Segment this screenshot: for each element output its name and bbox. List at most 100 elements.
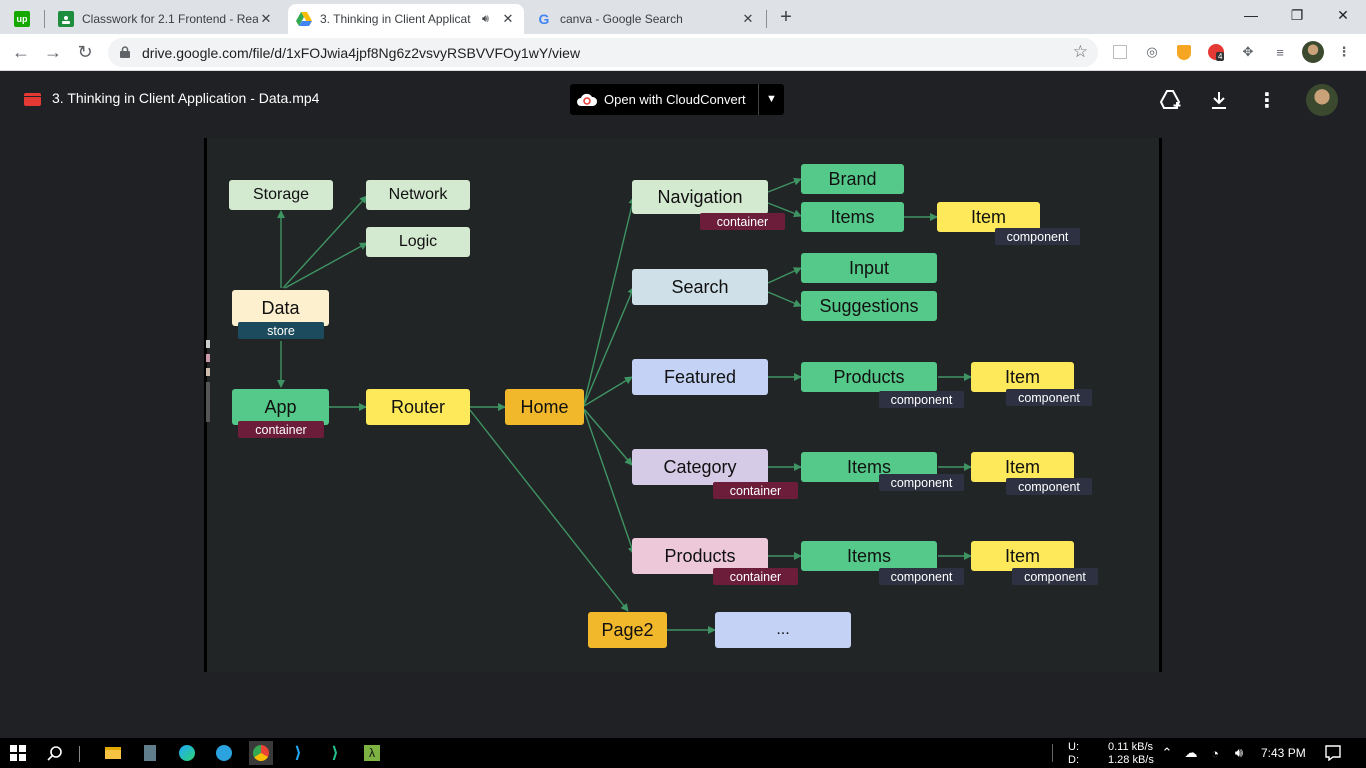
windows-start-icon[interactable] (9, 744, 27, 762)
bookmark-star-icon[interactable]: ☆ (1072, 42, 1088, 61)
vscode-insiders-icon[interactable]: ⟩ (331, 745, 339, 762)
close-window-button[interactable]: ✕ (1337, 7, 1349, 23)
minimize-button[interactable]: — (1244, 7, 1258, 23)
file-explorer-icon[interactable] (104, 744, 122, 762)
clock[interactable]: 7:43 PM (1261, 746, 1306, 760)
extension-icon[interactable]: 4 (1206, 42, 1226, 62)
address-bar[interactable]: drive.google.com/file/d/1xFOJwia4jpf8Ng6… (108, 38, 1098, 67)
vscode-icon[interactable]: ⟩ (294, 745, 302, 762)
close-tab-icon[interactable]: ✕ (502, 11, 514, 26)
node-category: Category (632, 449, 768, 485)
edge-search-input (767, 267, 802, 284)
tag-component: component (879, 568, 964, 585)
node-network: Network (366, 180, 470, 210)
node-storage: Storage (229, 180, 333, 210)
restore-button[interactable]: ❐ (1290, 7, 1304, 23)
open-with-button[interactable]: Open with CloudConvert ▼ (570, 84, 784, 115)
calculator-icon[interactable] (141, 744, 159, 762)
edge-data-network (282, 195, 368, 289)
node-logic: Logic (366, 227, 470, 257)
video-file-icon (24, 93, 41, 106)
notification-center-icon[interactable] (1324, 744, 1342, 762)
download-icon[interactable] (1207, 88, 1231, 112)
node-router: Router (366, 389, 470, 425)
extension-badge: 4 (1216, 52, 1225, 61)
puzzle-icon[interactable]: ✥ (1242, 44, 1254, 59)
tag-container: container (238, 421, 324, 438)
edge-home-products (583, 409, 636, 555)
node-navigation: Navigation (632, 180, 768, 214)
chevron-down-icon[interactable]: ▼ (758, 84, 784, 115)
onedrive-cloud-icon[interactable]: ☁ (1184, 745, 1198, 760)
brave-shield-icon[interactable] (1174, 42, 1194, 62)
lock-icon (120, 46, 130, 58)
forward-icon[interactable]: → (44, 42, 62, 62)
wifi-icon[interactable]: ◔ (1211, 745, 1219, 761)
extension-icon[interactable]: ◎ (1146, 44, 1158, 59)
net-up-speed: 0.11 kB/s (1108, 741, 1154, 753)
close-tab-icon[interactable]: ✕ (260, 11, 272, 26)
edge-router-page2 (469, 409, 629, 612)
reload-icon[interactable]: ↻ (77, 42, 93, 62)
search-icon[interactable] (46, 744, 64, 762)
url-text: drive.google.com/file/d/1xFOJwia4jpf8Ng6… (142, 45, 581, 61)
upwork-icon: up (14, 11, 30, 27)
node-home: Home (505, 389, 584, 425)
chevron-up-icon[interactable]: ⌃ (1161, 745, 1173, 760)
lambda-app-icon[interactable]: λ (363, 744, 381, 762)
tab-classwork[interactable]: Classwork for 2.1 Frontend - Rea ✕ (50, 4, 282, 34)
telegram-icon[interactable] (215, 744, 233, 762)
node-nav-item: Item (937, 202, 1040, 232)
node-products-item: Item (971, 541, 1074, 571)
media-queue-icon[interactable]: ≡ (1276, 44, 1284, 60)
tag-component: component (1006, 389, 1092, 406)
close-tab-icon[interactable]: ✕ (742, 11, 754, 26)
tab-google-search[interactable]: G canva - Google Search ✕ (528, 4, 764, 34)
tag-component: component (1006, 478, 1092, 495)
node-page2: Page2 (588, 612, 667, 648)
node-ellipsis: ... (715, 612, 851, 648)
net-up-label: U: (1068, 741, 1079, 753)
edge-browser-icon[interactable] (178, 744, 196, 762)
node-app: App (232, 389, 329, 425)
file-title: 3. Thinking in Client Application - Data… (52, 90, 320, 106)
tab-title: canva - Google Search (560, 12, 683, 26)
more-options-icon[interactable]: ⋮ (1257, 89, 1277, 112)
menu-kebab-icon[interactable]: ⋮ (1337, 44, 1351, 59)
volume-icon[interactable]: 🔊︎ (1234, 745, 1244, 760)
tag-container: container (713, 482, 798, 499)
chrome-icon[interactable] (249, 741, 273, 765)
tab-drive-video[interactable]: 3. Thinking in Client Applicat 🔊︎ ✕ (288, 4, 524, 34)
edge-home-search (583, 286, 635, 406)
node-suggestions: Suggestions (801, 291, 937, 321)
node-data: Data (232, 290, 329, 326)
node-nav-items: Items (801, 202, 904, 232)
node-search: Search (632, 269, 768, 305)
back-icon[interactable]: ← (12, 42, 30, 62)
google-drive-icon (296, 11, 312, 27)
tag-container: container (713, 568, 798, 585)
add-to-drive-icon[interactable] (1159, 88, 1183, 112)
google-classroom-icon (58, 11, 74, 27)
open-with-label: Open with CloudConvert (604, 92, 746, 107)
profile-avatar[interactable] (1302, 41, 1324, 63)
edge-home-category (583, 408, 633, 466)
tab-title: 3. Thinking in Client Applicat (320, 12, 471, 26)
net-down-label: D: (1068, 754, 1079, 766)
node-category-item: Item (971, 452, 1074, 482)
node-products-items: Items (801, 541, 937, 571)
video-scrubber-handle[interactable] (206, 330, 210, 426)
account-avatar[interactable] (1306, 84, 1338, 116)
extension-icon[interactable] (1110, 42, 1130, 62)
tag-component: component (879, 474, 964, 491)
tag-container: container (700, 213, 785, 230)
pinned-tab-upwork[interactable]: up (14, 4, 42, 34)
google-icon: G (538, 11, 550, 27)
tag-component: component (995, 228, 1080, 245)
tab-title: Classwork for 2.1 Frontend - Rea (82, 12, 258, 26)
speaker-icon[interactable]: 🔊︎ (482, 12, 489, 25)
new-tab-button[interactable]: + (780, 6, 792, 28)
taskbar-divider (79, 746, 80, 762)
edge-home-featured (583, 376, 633, 407)
